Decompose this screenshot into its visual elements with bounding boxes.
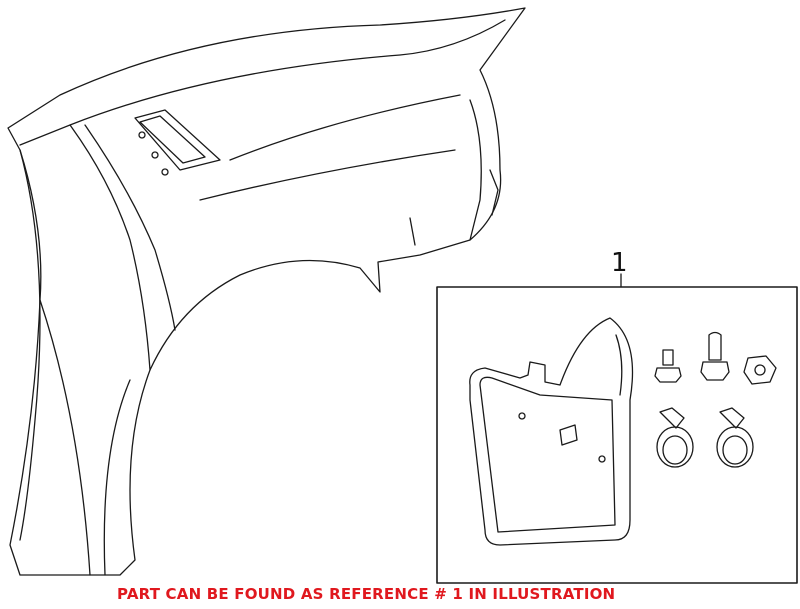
bolt-small-icon bbox=[654, 349, 682, 383]
quarter-panel-drawing bbox=[7, 7, 526, 576]
part-box bbox=[436, 286, 798, 584]
clamp-right-icon bbox=[716, 407, 754, 468]
clamp-left-icon bbox=[656, 407, 694, 468]
reference-note: PART CAN BE FOUND AS REFERENCE # 1 IN IL… bbox=[117, 585, 616, 603]
bolt-long-icon bbox=[700, 331, 730, 381]
reference-number-label: 1 bbox=[611, 248, 628, 278]
mud-flap-drawing bbox=[469, 317, 634, 546]
nut-icon bbox=[743, 355, 777, 385]
